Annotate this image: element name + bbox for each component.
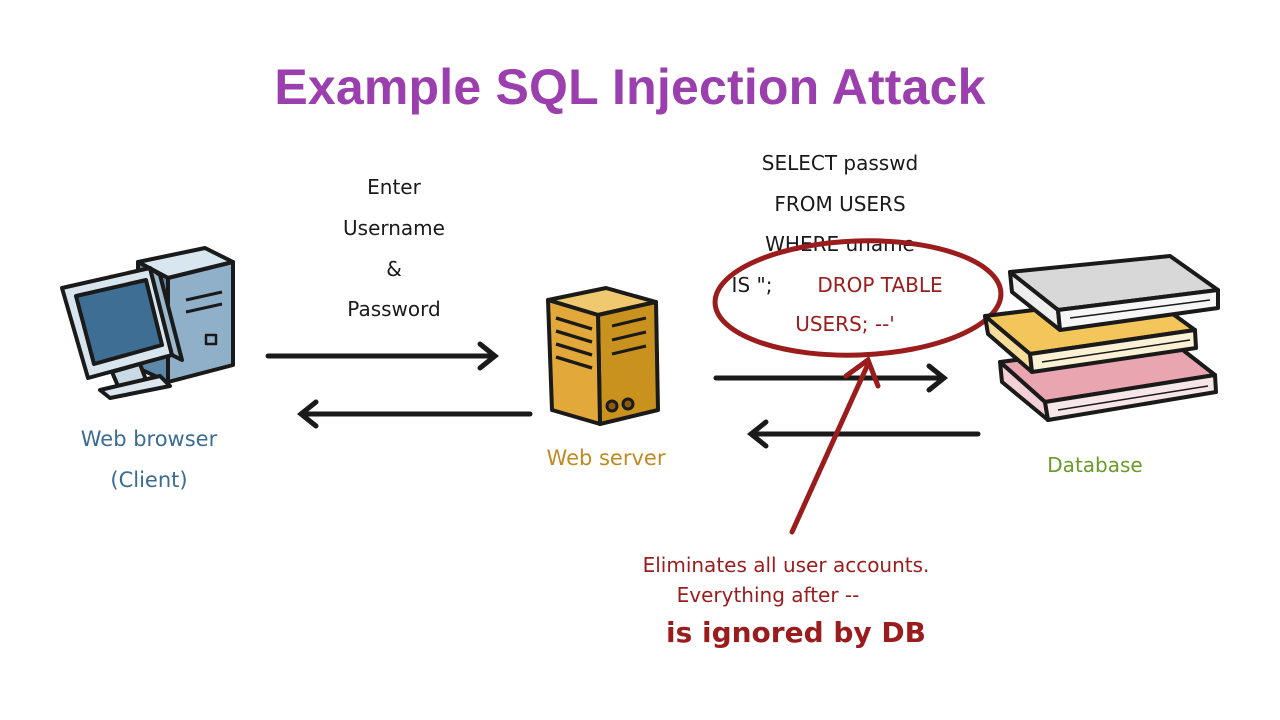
query-line: SELECT passwd <box>762 151 919 175</box>
query-injected-line: DROP TABLE <box>817 273 942 297</box>
query-line: FROM USERS <box>774 192 905 216</box>
slide-title: Example SQL Injection Attack <box>274 59 986 115</box>
annotation-arrow <box>789 356 881 535</box>
query-line: IS "; <box>732 273 773 297</box>
request-label: Enter Username & Password <box>343 175 445 321</box>
annotation-line-emphasis: is ignored by DB <box>666 616 926 649</box>
annotation-line: Everything after -- <box>677 583 860 607</box>
injection-highlight-ellipse <box>712 238 1004 358</box>
request-label-line: & <box>386 257 402 281</box>
request-label-line: Username <box>343 216 445 240</box>
attack-annotation: Eliminates all user accounts. Everything… <box>643 553 930 649</box>
server-tower-icon <box>546 286 660 426</box>
server-label: Web server <box>547 446 666 470</box>
annotation-line: Eliminates all user accounts. <box>643 553 930 577</box>
desktop-computer-icon <box>60 246 235 400</box>
database-label: Database <box>1047 453 1142 477</box>
client-sublabel: (Client) <box>110 468 187 492</box>
server-to-client-arrow <box>296 399 533 429</box>
client-label: Web browser <box>81 427 218 451</box>
query-injected-line: USERS; --' <box>795 312 895 336</box>
server-to-database-arrow <box>713 363 949 393</box>
request-label-line: Enter <box>367 175 421 199</box>
client-to-server-arrow <box>265 341 500 371</box>
database-to-server-arrow <box>746 419 981 449</box>
stacked-books-icon <box>983 254 1220 422</box>
request-label-line: Password <box>347 297 440 321</box>
